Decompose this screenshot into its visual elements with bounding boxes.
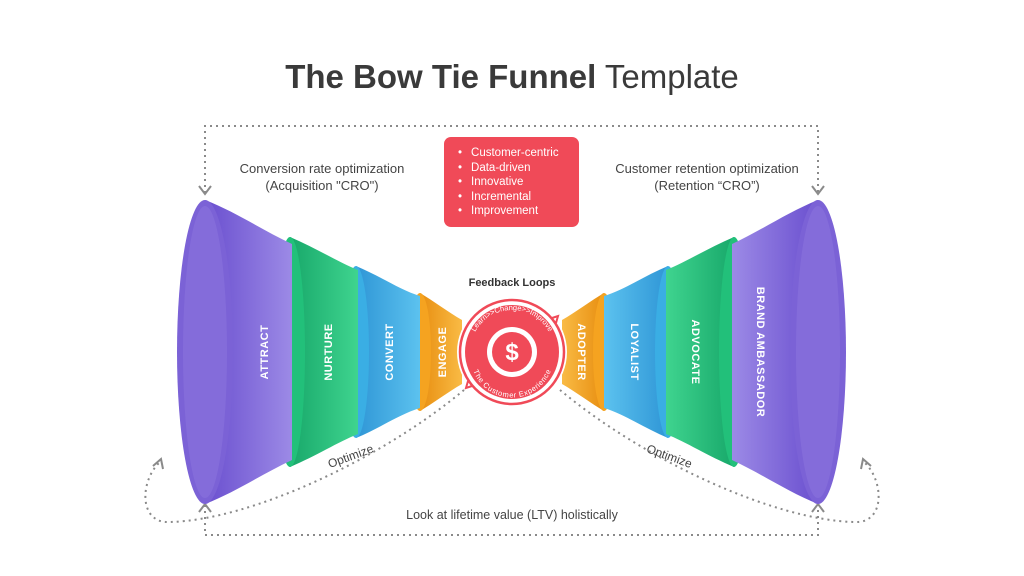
retention-cro-line2: (Retention “CRO”) (654, 178, 760, 193)
feedback-loops-heading: Feedback Loops (469, 277, 556, 289)
acquisition-cro-caption: Conversion rate optimization (Acquisitio… (222, 160, 422, 194)
principle-item: Innovative (458, 175, 579, 190)
right-funnel (562, 200, 846, 504)
feedback-circle (457, 297, 567, 407)
stage-loyalist (604, 266, 668, 438)
principle-item: Customer-centric (458, 146, 579, 161)
label-convert: CONVERT (384, 323, 396, 380)
right-loop-curve (559, 389, 880, 524)
retention-cro-line1: Customer retention optimization (615, 161, 799, 176)
label-loyalist: LOYALIST (628, 323, 640, 380)
stage-engage (420, 293, 462, 411)
bottom-connector (204, 505, 819, 536)
page-title: The Bow Tie Funnel Template (0, 58, 1024, 96)
optimize-right-label: Optimize (645, 442, 695, 471)
left-funnel (177, 200, 462, 504)
stage-nurture (290, 237, 358, 467)
principle-item: Improvement (458, 204, 579, 219)
principle-item: Incremental (458, 190, 579, 205)
title-light: Template (604, 58, 739, 95)
acquisition-cro-line1: Conversion rate optimization (239, 161, 405, 176)
left-loop-curve (144, 389, 465, 524)
label-nurture: NURTURE (323, 323, 335, 380)
stage-convert (356, 266, 420, 438)
stage-advocate (666, 237, 734, 467)
acquisition-cro-line2: (Acquisition "CRO") (265, 178, 379, 193)
retention-cro-caption: Customer retention optimization (Retenti… (602, 160, 812, 194)
title-bold: The Bow Tie Funnel (285, 58, 597, 95)
dollar-icon: $ (505, 339, 519, 366)
ltv-caption: Look at lifetime value (LTV) holisticall… (406, 508, 618, 522)
label-adopter: ADOPTER (575, 323, 587, 380)
label-engage: ENGAGE (437, 327, 449, 378)
optimize-left-label: Optimize (326, 441, 376, 470)
principles-box: Customer-centric Data-driven Innovative … (444, 137, 579, 227)
principles-list: Customer-centric Data-driven Innovative … (458, 146, 579, 219)
principle-item: Data-driven (458, 161, 579, 176)
stage-adopter (562, 293, 604, 411)
label-brand-ambassador: BRAND AMBASSADOR (754, 287, 766, 417)
label-attract: ATTRACT (259, 325, 271, 380)
label-advocate: ADVOCATE (689, 320, 701, 385)
top-connector (204, 125, 819, 193)
